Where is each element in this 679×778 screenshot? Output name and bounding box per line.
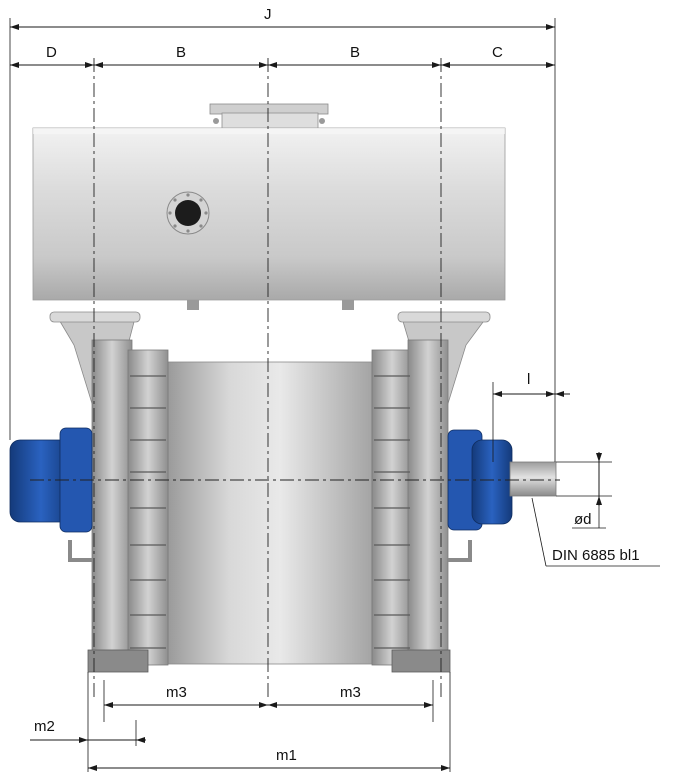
label-od: ød xyxy=(574,511,592,528)
label-B-right: B xyxy=(350,44,360,61)
label-m2: m2 xyxy=(34,718,55,735)
label-m3-left: m3 xyxy=(166,684,187,701)
label-J: J xyxy=(264,6,272,23)
center-lines xyxy=(30,58,560,700)
top-flange xyxy=(209,103,329,115)
drive-shaft xyxy=(509,461,557,497)
pump-casing xyxy=(167,361,373,665)
right-foot xyxy=(391,649,451,673)
inspection-port-opening xyxy=(175,200,201,226)
top-nozzle xyxy=(221,112,319,130)
tank-tab xyxy=(187,300,199,310)
label-m1: m1 xyxy=(276,747,297,764)
pump-illustration xyxy=(9,103,557,673)
right-bearing-housing xyxy=(471,439,513,525)
label-D: D xyxy=(46,44,57,61)
right-connector-flange xyxy=(397,311,491,323)
dimension-labels: J D B B C l ød DIN 6885 bl1 m3 m3 m2 m1 xyxy=(34,6,640,764)
left-end-plate xyxy=(91,339,133,663)
label-l: l xyxy=(527,371,530,388)
left-foot xyxy=(87,649,149,673)
separator-tank xyxy=(32,127,506,301)
left-pipe xyxy=(68,540,92,562)
left-connector-flange xyxy=(49,311,141,323)
right-end-plate xyxy=(407,339,449,663)
flange-bolt-icon xyxy=(319,118,325,124)
label-m3-right: m3 xyxy=(340,684,361,701)
tank-tab xyxy=(342,300,354,310)
label-din-6885: DIN 6885 bl1 xyxy=(552,547,640,564)
flange-bolt-icon xyxy=(213,118,219,124)
right-pipe xyxy=(448,540,472,562)
label-C: C xyxy=(492,44,503,61)
dimension-lines xyxy=(9,18,660,772)
label-B-left: B xyxy=(176,44,186,61)
